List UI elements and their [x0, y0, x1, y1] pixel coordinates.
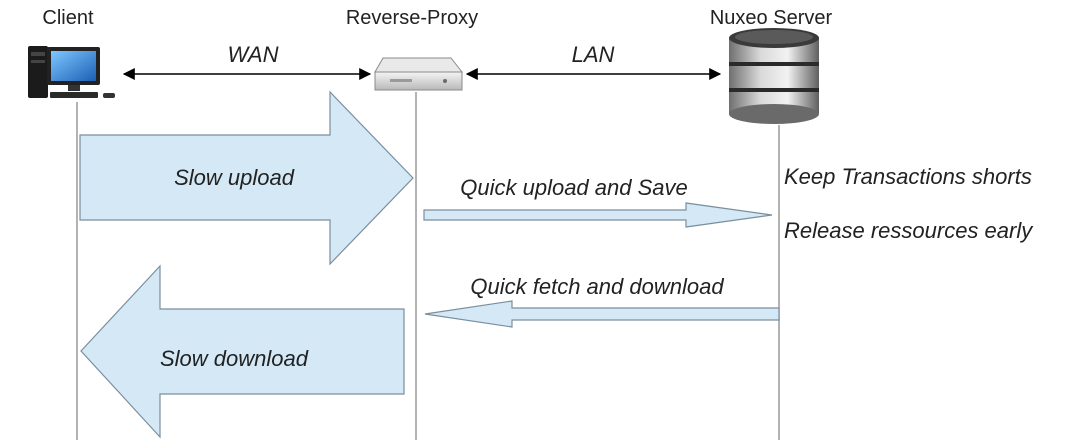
- quick-upload-label: Quick upload and Save: [460, 175, 688, 200]
- quick-fetch-label: Quick fetch and download: [470, 274, 724, 299]
- server-box-icon: [374, 57, 464, 91]
- desktop-computer-icon: [28, 46, 115, 98]
- lan-label: LAN: [572, 42, 615, 67]
- slow-upload-label: Slow upload: [174, 165, 295, 190]
- note-keep-transactions: Keep Transactions shorts: [784, 164, 1032, 189]
- participant-title-client: Client: [42, 7, 94, 29]
- slow-download-label: Slow download: [160, 346, 309, 371]
- quick-upload-arrow: [423, 202, 773, 228]
- participant-title-nuxeo: Nuxeo Server: [710, 7, 833, 29]
- wan-label: WAN: [228, 42, 279, 67]
- database-icon: [729, 28, 819, 124]
- note-release-resources: Release ressources early: [784, 218, 1034, 243]
- participant-title-proxy: Reverse-Proxy: [346, 7, 478, 29]
- quick-fetch-arrow: [424, 300, 780, 328]
- slow-upload-arrow: [79, 90, 414, 266]
- slow-download-arrow: [80, 264, 405, 439]
